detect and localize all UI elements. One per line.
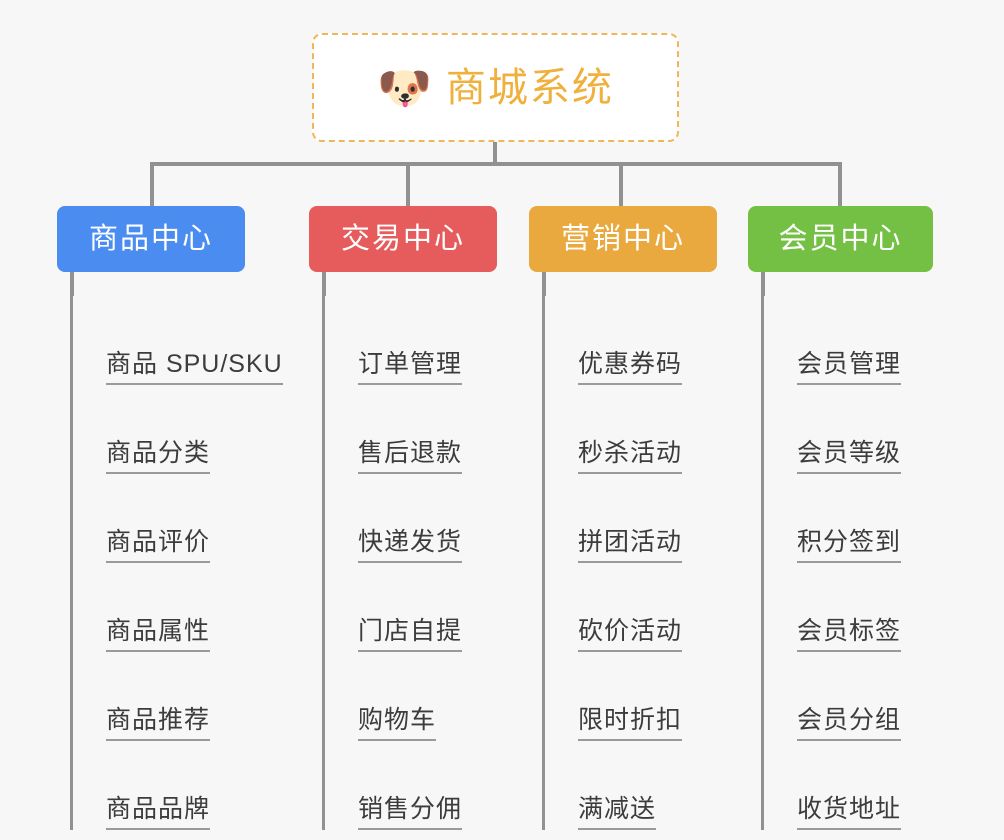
leaf-label: 会员管理 [797,349,902,385]
branch-header-trade-center[interactable]: 交易中心 [309,206,497,272]
connector-horizontal-bar [150,162,842,166]
branch-trade-center: 交易中心 订单管理 售后退款 快递发货 门店自提 购物车 销售分佣 [309,206,539,830]
list-item[interactable]: 商品分类 [73,385,307,474]
shiba-dog-icon: 🐶 [377,63,432,113]
list-item[interactable]: 商品 SPU/SKU [73,296,307,385]
list-item[interactable]: 商品品牌 [73,741,307,830]
list-item[interactable]: 会员等级 [764,385,978,474]
list-item[interactable]: 优惠券码 [545,296,759,385]
leaf-list-product-center: 商品 SPU/SKU 商品分类 商品评价 商品属性 商品推荐 商品品牌 [70,296,307,830]
connector-drop-trade-center [406,162,410,210]
leaf-label: 收货地址 [797,794,902,830]
leaf-label: 砍价活动 [578,616,683,652]
root-title: 商城系统 [445,65,614,110]
leaf-label: 商品推荐 [106,705,211,741]
list-item[interactable]: 销售分佣 [325,741,539,830]
leaf-label: 拼团活动 [578,527,683,563]
branch-header-label: 会员中心 [778,222,903,255]
connector-drop-member-center [838,162,842,210]
list-item[interactable]: 购物车 [325,652,539,741]
list-item[interactable]: 拼团活动 [545,474,759,563]
leaf-label: 商品评价 [106,527,211,563]
list-item[interactable]: 收货地址 [764,741,978,830]
leaf-label: 积分签到 [797,527,902,563]
list-item[interactable]: 积分签到 [764,474,978,563]
leaf-label: 商品分类 [106,438,211,474]
leaf-label: 优惠券码 [578,349,683,385]
branch-header-marketing-center[interactable]: 营销中心 [529,206,717,272]
branch-marketing-center: 营销中心 优惠券码 秒杀活动 拼团活动 砍价活动 限时折扣 满减送 [529,206,759,830]
connector-spine-marketing-center [542,272,546,296]
list-item[interactable]: 快递发货 [325,474,539,563]
list-item[interactable]: 商品属性 [73,563,307,652]
leaf-label: 门店自提 [358,616,463,652]
leaf-label: 售后退款 [358,438,463,474]
branch-header-member-center[interactable]: 会员中心 [748,206,933,272]
list-item[interactable]: 商品评价 [73,474,307,563]
branch-member-center: 会员中心 会员管理 会员等级 积分签到 会员标签 会员分组 收货地址 [748,206,978,830]
list-item[interactable]: 会员管理 [764,296,978,385]
connector-spine-product-center [70,272,74,296]
connector-root-stub [493,142,497,166]
leaf-list-trade-center: 订单管理 售后退款 快递发货 门店自提 购物车 销售分佣 [322,296,539,830]
connector-spine-trade-center [322,272,326,296]
leaf-label: 订单管理 [358,349,463,385]
connector-drop-product-center [150,162,154,210]
list-item[interactable]: 秒杀活动 [545,385,759,474]
connector-drop-marketing-center [619,162,623,210]
list-item[interactable]: 商品推荐 [73,652,307,741]
list-item[interactable]: 砍价活动 [545,563,759,652]
list-item[interactable]: 门店自提 [325,563,539,652]
list-item[interactable]: 订单管理 [325,296,539,385]
leaf-label: 会员分组 [797,705,902,741]
leaf-label: 会员标签 [797,616,902,652]
list-item[interactable]: 售后退款 [325,385,539,474]
list-item[interactable]: 会员分组 [764,652,978,741]
leaf-label: 限时折扣 [578,705,683,741]
leaf-label: 商品品牌 [106,794,211,830]
leaf-list-marketing-center: 优惠券码 秒杀活动 拼团活动 砍价活动 限时折扣 满减送 [542,296,759,830]
leaf-list-member-center: 会员管理 会员等级 积分签到 会员标签 会员分组 收货地址 [761,296,978,830]
branch-header-label: 交易中心 [340,222,465,255]
branch-header-product-center[interactable]: 商品中心 [57,206,245,272]
branch-header-label: 营销中心 [560,222,685,255]
connector-spine-member-center [761,272,765,296]
leaf-label: 销售分佣 [358,794,463,830]
root-node[interactable]: 🐶 商城系统 [312,33,679,142]
leaf-label: 满减送 [578,794,657,830]
leaf-label: 秒杀活动 [578,438,683,474]
list-item[interactable]: 满减送 [545,741,759,830]
leaf-label: 商品 SPU/SKU [106,349,283,385]
branch-product-center: 商品中心 商品 SPU/SKU 商品分类 商品评价 商品属性 商品推荐 商品品牌 [57,206,307,830]
leaf-label: 快递发货 [358,527,463,563]
list-item[interactable]: 会员标签 [764,563,978,652]
branch-header-label: 商品中心 [88,222,213,255]
list-item[interactable]: 限时折扣 [545,652,759,741]
leaf-label: 购物车 [358,705,437,741]
leaf-label: 会员等级 [797,438,902,474]
leaf-label: 商品属性 [106,616,211,652]
